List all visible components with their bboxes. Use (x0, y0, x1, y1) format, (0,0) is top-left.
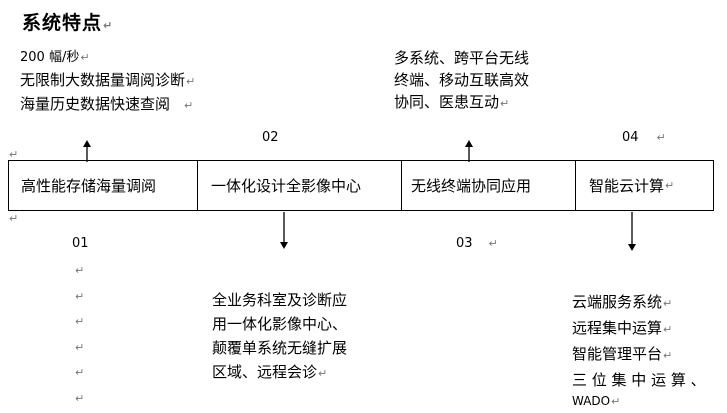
paragraph-mark-icon: ↵ (318, 367, 328, 380)
arrow-down-icon (625, 212, 639, 252)
paragraph-mark-icon: ↵ (75, 315, 85, 328)
label-03: 03↵ (456, 236, 498, 251)
text-line: 云端服务系统↵ (572, 293, 673, 311)
paragraph-mark-icon: ↵ (80, 51, 90, 64)
paragraph-mark-icon: ↵ (488, 237, 498, 250)
paragraph-mark-icon: ↵ (75, 366, 85, 379)
text-line: 多系统、跨平台无线 (394, 49, 530, 67)
paragraph-mark-icon: ↵ (9, 148, 19, 161)
text-line: 用一体化影像中心、 (212, 315, 348, 333)
text-line: 无限制大数据量调阅诊断↵ (20, 71, 196, 89)
feature-block-wireless: 多系统、跨平台无线 终端、移动互联高效 协同、医患互动↵ (394, 47, 529, 115)
label-04: 04↵ (622, 130, 666, 145)
arrow-up-icon (462, 140, 476, 162)
feature-table: 高性能存储海量调阅 一体化设计全影像中心 无线终端协同应用 智能云计算↵ (8, 160, 714, 211)
paragraph-mark-icon: ↵ (186, 75, 196, 88)
table-cell-wireless: 无线终端协同应用 (411, 177, 532, 195)
arrow-down-icon (277, 212, 291, 250)
paragraph-mark-icon: ↵ (663, 323, 673, 336)
text-line: 200 幅/秒↵ (20, 50, 90, 65)
feature-block-imaging: 全业务科室及诊断应 用一体化影像中心、 颠覆单系统无缝扩展 区域、远程会诊↵ (212, 288, 347, 386)
table-divider (575, 161, 576, 210)
paragraph-mark-icon: ↵ (75, 289, 85, 303)
paragraph-mark-icon: ↵ (611, 395, 621, 408)
table-cell-storage: 高性能存储海量调阅 (21, 177, 157, 195)
paragraph-mark-icon: ↵ (9, 212, 19, 225)
arrow-up-icon (80, 140, 94, 162)
table-divider (197, 161, 198, 210)
text-line: 协同、医患互动↵ (394, 93, 510, 111)
paragraph-mark-icon: ↵ (184, 99, 194, 112)
text-line: 海量历史数据快速查阅↵ (20, 95, 194, 113)
text-line: 颠覆单系统无缝扩展 (212, 339, 348, 357)
paragraph-mark-icon: ↵ (500, 97, 510, 110)
text-line: 智能管理平台↵ (572, 345, 673, 363)
paragraph-mark-icon: ↵ (665, 179, 675, 192)
paragraph-mark-icon: ↵ (75, 391, 85, 405)
paragraph-mark-icon: ↵ (663, 297, 673, 310)
label-01: 01 (72, 236, 89, 251)
table-cell-imaging-center: 一体化设计全影像中心 (211, 177, 362, 195)
paragraph-mark-icon: ↵ (663, 349, 673, 362)
text-line: 区域、远程会诊↵ (212, 363, 328, 381)
text-line: 三 位 集 中 运 算 、 (572, 371, 706, 389)
feature-block-cloud: 云端服务系统↵ 远程集中运算↵ 智能管理平台↵ 三 位 集 中 运 算 、 WA… (572, 290, 706, 411)
table-divider (401, 161, 402, 210)
label-02: 02 (262, 130, 279, 145)
table-cell-cloud: 智能云计算↵ (589, 177, 675, 195)
paragraph-mark-icon: ↵ (75, 264, 85, 277)
paragraph-mark-icon: ↵ (75, 340, 85, 354)
empty-paragraph-marks: ↵ ↵ ↵ ↵ ↵ ↵ (74, 258, 84, 411)
text-line: WADO↵ (572, 394, 621, 408)
page-title: 系统特点↵ (22, 12, 114, 34)
text-line: 终端、移动互联高效 (394, 71, 530, 89)
text-line: 远程集中运算↵ (572, 319, 673, 337)
text-line: 全业务科室及诊断应 (212, 291, 348, 309)
feature-block-storage: 200 幅/秒↵ 无限制大数据量调阅诊断↵ 海量历史数据快速查阅↵ (20, 47, 195, 117)
paragraph-mark-icon: ↵ (656, 131, 666, 144)
paragraph-mark-icon: ↵ (103, 19, 114, 32)
